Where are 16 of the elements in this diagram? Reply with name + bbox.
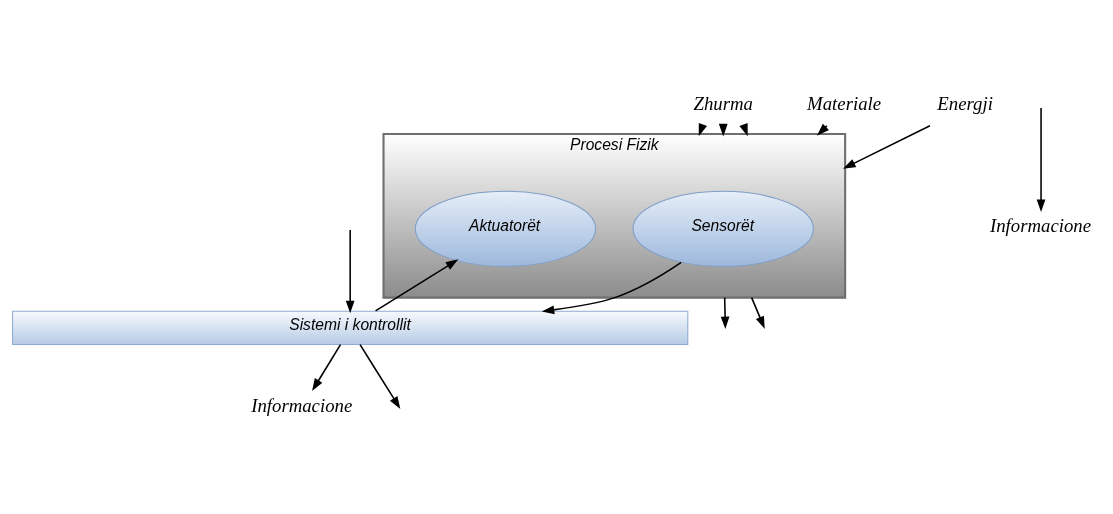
arrow	[541, 261, 682, 314]
node-text: Informacione	[251, 394, 353, 416]
node-ellipse: Sensorët	[632, 190, 814, 267]
arrow	[1036, 106, 1046, 212]
node-text: Energji	[937, 92, 993, 114]
node-text: Informacione	[989, 214, 1092, 236]
arrow	[359, 343, 401, 409]
arrow	[843, 124, 931, 169]
arrow	[345, 228, 355, 313]
node-text: Zhurma	[693, 92, 753, 114]
arrow	[312, 343, 342, 391]
arrow	[720, 296, 730, 329]
arrow	[750, 296, 765, 329]
node-box: Sistemi i kontrollit	[12, 310, 689, 345]
node-text: Materiale	[807, 92, 882, 114]
node-ellipse: Aktuatorët	[414, 190, 597, 267]
